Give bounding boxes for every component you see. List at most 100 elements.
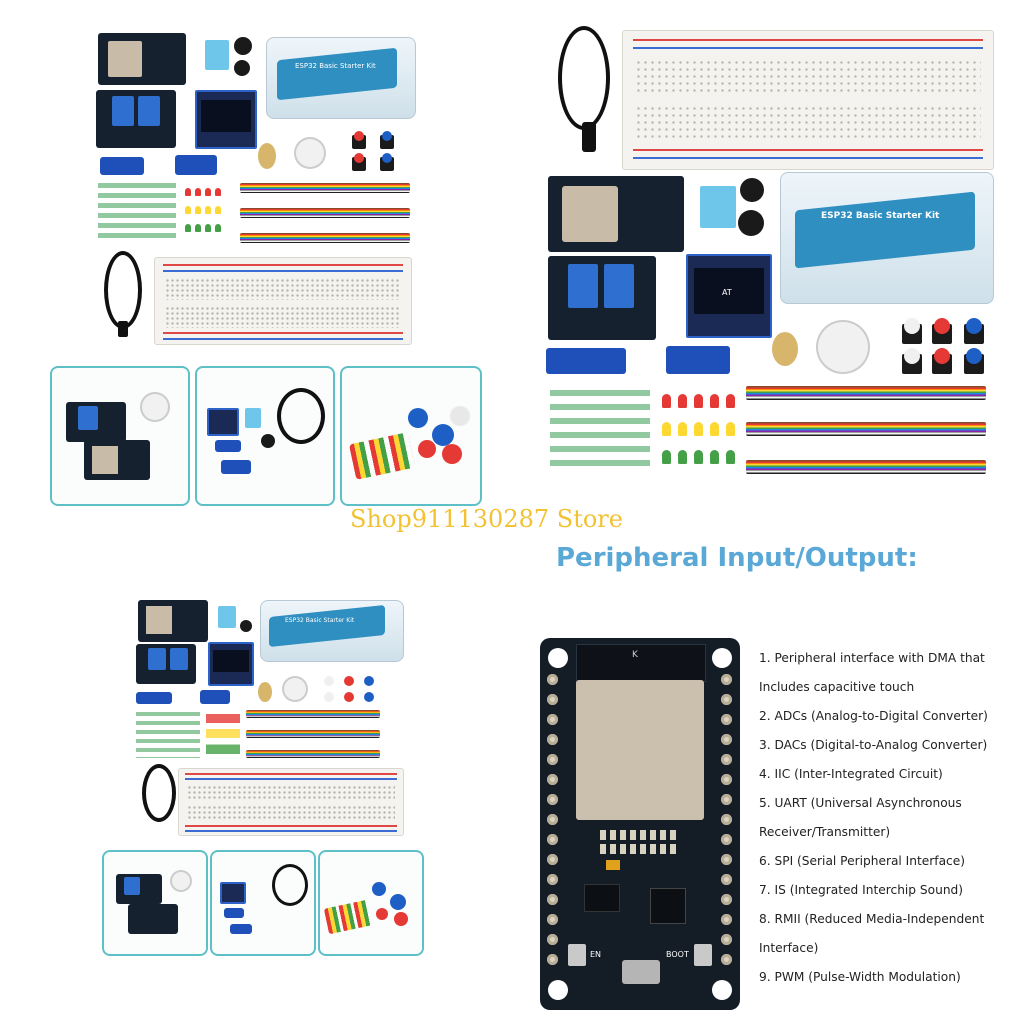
feature-item: Includes capacitive touch [759,680,915,694]
push-button-image [380,153,394,171]
breadboard-image [178,768,404,836]
starter-kit-box-image: ESP32 Basic Starter Kit [780,172,994,304]
usb-uart-chip [650,888,686,924]
push-button-image [964,318,984,344]
push-buttons-image [324,676,384,706]
kit-closeup-top-right: ESP32 Basic Starter Kit AT [540,20,1000,490]
jumper-wires-image [246,750,380,758]
store-name: Shop911130287 Store [350,505,623,533]
kit-overview-top-left: ESP32 Basic Starter Kit [90,25,420,355]
feature-item: 1. Peripheral interface with DMA that [759,651,985,665]
resistors-image [136,712,200,758]
leds-image [662,394,738,470]
buzzer-image [740,178,764,202]
relay-module-image [96,90,176,148]
box-label-text: ESP32 Basic Starter Kit [821,211,940,221]
feature-item: 3. DACs (Digital-to-Analog Converter) [759,738,988,752]
thumbnail-relay-esp32 [102,850,208,956]
push-button-image [352,153,366,171]
resistors-image [98,183,176,241]
feature-item: Receiver/Transmitter) [759,825,891,839]
potentiometer-image [772,332,798,366]
sensor-module-image [666,346,730,374]
pir-sensor-image [294,137,326,169]
leds-image [185,188,235,238]
leds-image [206,714,240,754]
jumper-wires-image [240,208,410,218]
thumbnail-oled-sensors [210,850,316,956]
feature-item: 4. IIC (Inter-Integrated Circuit) [759,767,943,781]
push-button-image [964,348,984,374]
feature-item: 8. RMII (Reduced Media-Independent [759,912,985,926]
feature-item: 9. PWM (Pulse-Width Modulation) [759,970,961,984]
feature-item: 5. UART (Universal Asynchronous [759,796,962,810]
dht-sensor-image [700,186,736,228]
oled-display-image [208,642,254,686]
esp32-board-image [548,176,684,252]
feature-item: 7. IS (Integrated Interchip Sound) [759,883,964,897]
dht-sensor-image [205,40,229,70]
breadboard-image [622,30,994,170]
feature-item: Interface) [759,941,819,955]
push-button-image [902,348,922,374]
thumbnail-oled-sensors [195,366,335,506]
thumbnail-relay-esp32 [50,366,190,506]
potentiometer-image [258,682,272,702]
buzzer-image [234,60,250,76]
push-button-image [932,348,952,374]
wifi-module: K [576,650,704,820]
left-pin-header [546,674,560,974]
oled-display-image: AT [686,254,772,338]
breadboard-image [154,257,412,345]
potentiometer-image [258,143,276,169]
resistors-image [550,390,650,470]
usb-cable-image [140,764,180,834]
right-pin-header [720,674,734,974]
pir-sensor-image [816,320,870,374]
jumper-wires-image [246,730,380,738]
boot-label: BOOT [666,950,689,959]
sensor-module-image [175,155,217,175]
pir-sensor-image [282,676,308,702]
regulator-chip [584,884,620,912]
module-logo: K [632,650,638,660]
push-button-image [902,318,922,344]
push-button-image [352,131,366,149]
push-button-image [932,318,952,344]
starter-kit-box-image: ESP32 Basic Starter Kit [260,600,404,662]
ir-sensor-image [100,157,144,175]
oled-display-image [195,90,257,149]
jumper-wires-image [746,422,986,436]
box-label-text: ESP32 Basic Starter Kit [285,617,355,624]
push-button-image [380,131,394,149]
jumper-wires-image [240,233,410,243]
relay-module-image [136,644,196,684]
buzzer-image [738,210,764,236]
sensor-module-image [200,690,230,704]
usb-cable-image [552,22,622,162]
thumbnail-buttons-leds [318,850,424,956]
starter-kit-box-image: ESP32 Basic Starter Kit [266,37,416,119]
ir-sensor-image [136,692,172,704]
esp32-board-large: K EN BOOT [540,638,740,1010]
jumper-wires-image [746,386,986,400]
jumper-wires-image [240,183,410,193]
peripheral-heading: Peripheral Input/Output: [556,543,918,573]
buzzer-image [234,37,252,55]
micro-usb-port [622,960,660,984]
usb-cable-image [100,247,148,343]
jumper-wires-image [246,710,380,718]
esp32-board-image [138,600,208,642]
feature-list: 1. Peripheral interface with DMA that In… [759,644,1014,992]
jumper-wires-image [746,460,986,474]
thumbnail-buttons-leds [340,366,482,506]
esp32-board-image [98,33,186,85]
oled-text: AT [722,288,732,297]
feature-item: 2. ADCs (Analog-to-Digital Converter) [759,709,988,723]
box-label-text: ESP32 Basic Starter Kit [295,62,376,70]
buzzer-image [240,620,252,632]
en-button [568,944,586,966]
relay-module-image [548,256,656,340]
ir-sensor-image [546,348,626,374]
feature-item: 6. SPI (Serial Peripheral Interface) [759,854,965,868]
